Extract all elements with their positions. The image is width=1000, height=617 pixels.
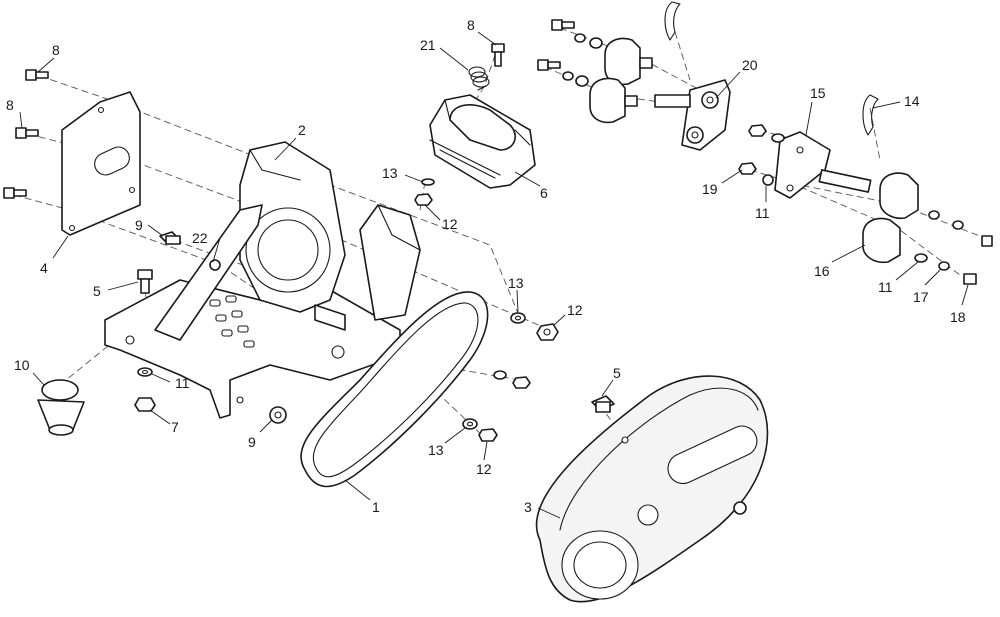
- callout-8-b: 8: [6, 97, 14, 113]
- bolt-part-upper-right-a[interactable]: [551, 19, 603, 49]
- callout-9-a: 9: [135, 217, 143, 233]
- washer-part-13-top[interactable]: [421, 178, 435, 186]
- nut-part-19[interactable]: [738, 162, 757, 175]
- callout-14: 14: [904, 93, 920, 109]
- washer-part-17[interactable]: [938, 261, 950, 271]
- bolt-part-5-right[interactable]: [591, 395, 615, 413]
- callout-12-b: 12: [567, 302, 583, 318]
- bolt-part-9-lower[interactable]: [269, 406, 287, 424]
- callout-20: 20: [742, 57, 758, 73]
- callout-18: 18: [950, 309, 966, 325]
- cover-plate-part-4[interactable]: [61, 91, 141, 236]
- nut-part-12-frame[interactable]: [512, 376, 531, 389]
- callout-10: 10: [14, 357, 30, 373]
- callout-9-b: 9: [248, 434, 256, 450]
- callout-21: 21: [420, 37, 436, 53]
- callout-5-b: 5: [613, 365, 621, 381]
- nut-part-12-top[interactable]: [414, 193, 433, 206]
- callout-2: 2: [298, 122, 306, 138]
- callout-labels: 8 8 8 21 20 2 15 14 13 6 19 11 9 22 12 4…: [6, 17, 966, 515]
- callout-11-b: 11: [878, 279, 893, 295]
- drive-belt-part-1[interactable]: [300, 291, 489, 488]
- callout-3: 3: [524, 499, 532, 515]
- frame-part-2[interactable]: [104, 141, 421, 419]
- hairpin-part-14[interactable]: [862, 94, 879, 136]
- callout-13-c: 13: [428, 442, 444, 458]
- callout-13-a: 13: [382, 165, 398, 181]
- callout-4: 4: [40, 260, 48, 276]
- nut-part-12-mid[interactable]: [536, 323, 559, 341]
- slot-holes: [209, 295, 255, 348]
- bolt-part-8-c[interactable]: [3, 187, 27, 199]
- callout-11-a: 11: [755, 205, 770, 221]
- washer-part-11-right-top[interactable]: [762, 174, 774, 186]
- nut-part-12-lower[interactable]: [478, 428, 498, 442]
- plate-part-20[interactable]: [654, 79, 731, 151]
- callout-6: 6: [540, 185, 548, 201]
- washer-part-13-frame[interactable]: [493, 370, 507, 380]
- bolt-part-8-b[interactable]: [15, 127, 39, 139]
- hairpin-pin-top[interactable]: [664, 1, 681, 41]
- callout-1: 1: [372, 499, 380, 515]
- callout-7: 7: [171, 419, 179, 435]
- bolt-part-upper-right-b[interactable]: [537, 59, 589, 87]
- callout-8-a: 8: [52, 42, 60, 58]
- callout-13-b: 13: [508, 275, 524, 291]
- leader-lines: [19, 31, 969, 519]
- nut-part-22[interactable]: [209, 259, 221, 271]
- washer-part-11-left[interactable]: [137, 367, 153, 377]
- nut-part-7[interactable]: [134, 397, 156, 412]
- bolt-part-8-a[interactable]: [25, 69, 49, 81]
- bolt-part-8-top[interactable]: [491, 43, 505, 67]
- tensioner-part-6[interactable]: [429, 94, 536, 189]
- callout-5-a: 5: [93, 283, 101, 299]
- plate-part-15[interactable]: [774, 131, 872, 199]
- roller-part-16-upper[interactable]: [879, 172, 993, 247]
- callout-19: 19: [702, 181, 718, 197]
- roller-part-16-lower[interactable]: [862, 217, 901, 264]
- bolt-part-18[interactable]: [963, 273, 977, 285]
- spring-part-21[interactable]: [468, 66, 490, 91]
- bolt-part-5-left[interactable]: [137, 269, 153, 294]
- bolt-part-9-upper[interactable]: [159, 231, 181, 245]
- washer-part-13-mid[interactable]: [510, 312, 526, 324]
- callout-22: 22: [192, 230, 208, 246]
- roller-lower[interactable]: [589, 77, 638, 124]
- roller-upper[interactable]: [604, 37, 653, 86]
- callout-17: 17: [913, 289, 929, 305]
- nut-part-upper-15[interactable]: [748, 124, 785, 143]
- callout-11-c: 11: [175, 375, 190, 391]
- callout-8-c: 8: [467, 17, 475, 33]
- belt-cover-part-3[interactable]: [535, 375, 769, 603]
- callout-16: 16: [814, 263, 830, 279]
- callout-12-a: 12: [442, 216, 458, 232]
- washer-part-13-lower[interactable]: [462, 418, 478, 430]
- washer-part-11-right-bottom[interactable]: [914, 253, 928, 263]
- callout-12-c: 12: [476, 461, 492, 477]
- rubber-foot-part-10[interactable]: [37, 379, 85, 436]
- callout-15: 15: [810, 85, 826, 101]
